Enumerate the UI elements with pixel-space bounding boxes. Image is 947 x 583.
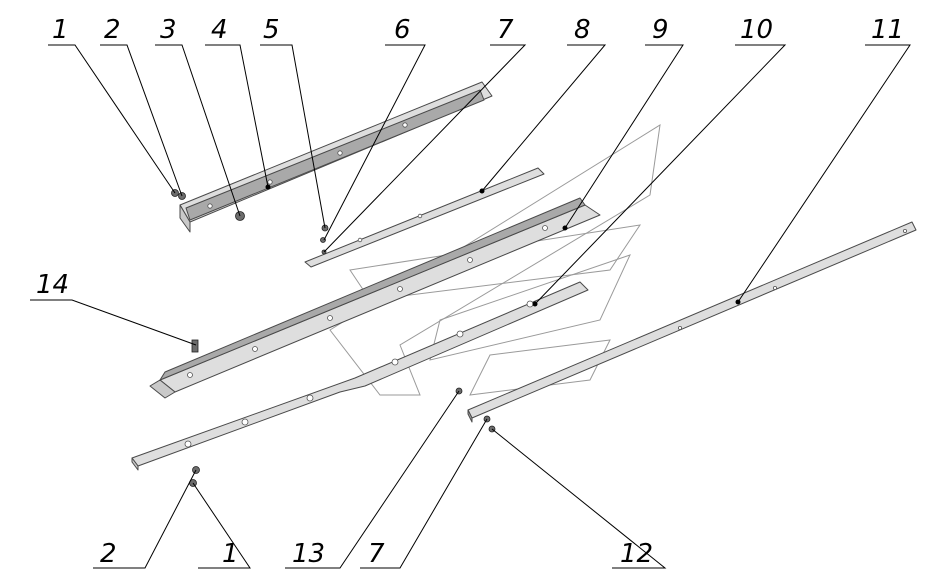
callout-11: 11	[871, 15, 904, 45]
callout-3: 3	[160, 15, 177, 45]
channel-part-9	[149, 197, 601, 399]
leader-lines	[30, 44, 911, 569]
callout-8: 8	[574, 15, 591, 45]
callout-10: 10	[740, 15, 773, 45]
callout-1: 1	[52, 15, 69, 45]
callout-7: 7	[497, 15, 514, 45]
callout-bottom-7: 7	[368, 539, 385, 569]
callout-5: 5	[263, 15, 280, 45]
bar-part-11	[467, 221, 917, 423]
plate-part-10	[131, 281, 589, 471]
callout-4: 4	[211, 15, 228, 45]
callout-2: 2	[104, 15, 121, 45]
callout-12: 12	[620, 539, 653, 569]
fasteners	[171, 189, 496, 487]
callout-6: 6	[394, 15, 411, 45]
callout-bottom-2: 2	[100, 539, 117, 569]
callout-9: 9	[652, 15, 669, 45]
callout-bottom-1: 1	[222, 539, 239, 569]
leader-dots	[265, 184, 741, 307]
callout-13: 13	[292, 539, 325, 569]
angle-bracket-part-4	[179, 81, 493, 233]
callout-14: 14	[36, 270, 69, 300]
